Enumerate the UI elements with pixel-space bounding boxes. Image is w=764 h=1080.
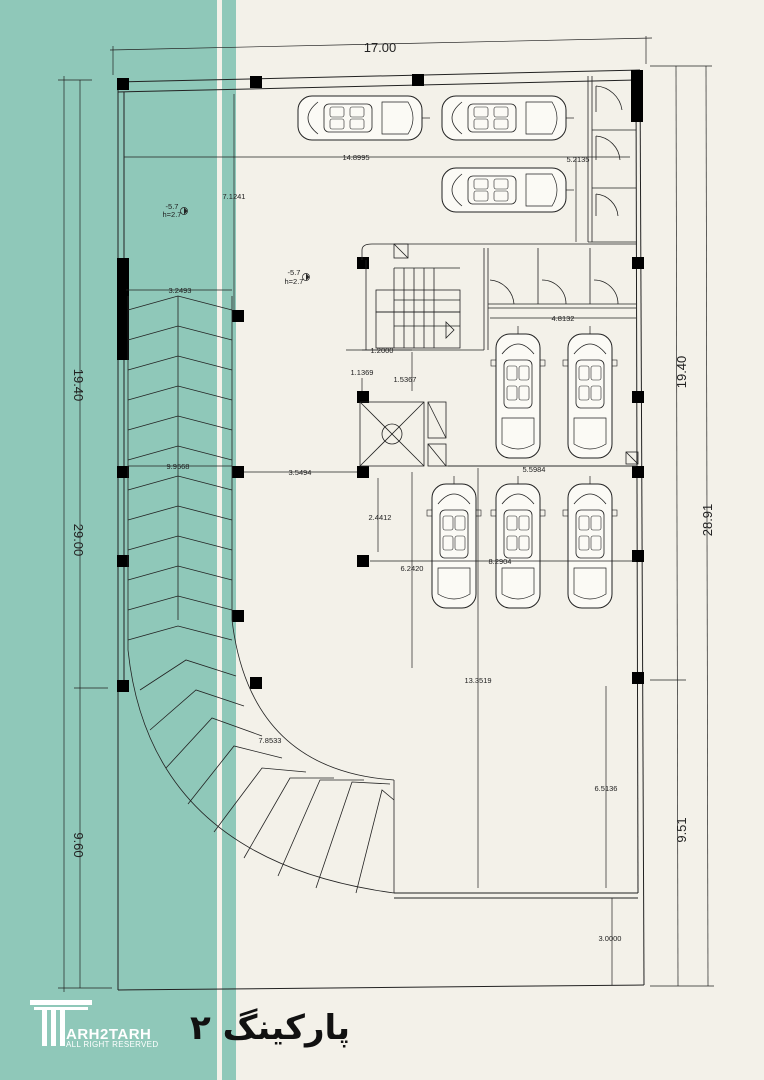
dim-left-upper: 19.40 bbox=[71, 369, 86, 402]
level-marker-2: -5.7 h=2.7 bbox=[285, 268, 310, 286]
dim-stair-width: 1.2000 bbox=[371, 346, 394, 355]
car-top-3 bbox=[441, 167, 575, 213]
dim-mid-vertical: 13.3519 bbox=[464, 676, 491, 685]
dim-overall-depth-left: 29.00 bbox=[71, 524, 86, 557]
structural-columns bbox=[117, 70, 644, 692]
dim-elevator-gap: 2.4412 bbox=[369, 513, 392, 522]
level-value: -5.7 bbox=[166, 202, 179, 211]
car-top-2 bbox=[441, 95, 575, 141]
dim-stair-depth: 1.5367 bbox=[394, 375, 417, 384]
dim-column-gap: 3.5494 bbox=[289, 468, 312, 477]
vehicle-ramp bbox=[127, 295, 395, 894]
dim-top-right-small: 5.2135 bbox=[567, 155, 590, 164]
car-mid-2 bbox=[562, 325, 618, 459]
dim-lower-right-vertical: 6.5136 bbox=[595, 784, 618, 793]
brand-tagline: ALL RIGHT RESERVED bbox=[66, 1040, 159, 1049]
dim-right-rooms: 4.8132 bbox=[552, 314, 575, 323]
dim-overall-width: 17.00 bbox=[364, 40, 397, 55]
dim-top-inner: 14.8995 bbox=[342, 153, 369, 162]
dim-stair-offset: 1.1369 bbox=[351, 368, 374, 377]
car-low-1 bbox=[426, 475, 482, 609]
top-right-rooms bbox=[587, 76, 636, 243]
dim-bay-width: 8.2904 bbox=[489, 557, 512, 566]
level-value: -5.7 bbox=[288, 268, 301, 277]
parked-cars bbox=[297, 95, 618, 609]
dim-bottom-setback: 3.0000 bbox=[599, 934, 622, 943]
outer-walls bbox=[117, 69, 645, 991]
level-marker-1: -5.7 h=2.7 bbox=[163, 202, 188, 219]
dim-right-upper: 19.40 bbox=[674, 356, 689, 389]
dim-parking-row: 5.5984 bbox=[523, 465, 546, 474]
brand-name: ARH2TARH bbox=[66, 1026, 152, 1043]
teal-background-panel bbox=[0, 0, 217, 1080]
dim-ramp-width: 3.2493 bbox=[169, 286, 192, 295]
dim-overall-depth-right: 28.91 bbox=[700, 504, 715, 537]
dim-right-lower: 9.51 bbox=[674, 817, 689, 842]
dim-upper-left-vertical: 7.1241 bbox=[223, 192, 246, 201]
teal-background-stripe bbox=[222, 0, 236, 1080]
level-height: h=2.7 bbox=[163, 210, 182, 219]
brand-logo bbox=[30, 1000, 92, 1046]
dim-left-lower: 9.60 bbox=[71, 832, 86, 857]
dimension-labels: 17.00 29.00 19.40 9.60 28.91 19.40 9.51 … bbox=[71, 40, 715, 943]
dimension-lines bbox=[58, 36, 714, 992]
sheet-title: پارکینگ ۲ bbox=[190, 1008, 351, 1048]
car-low-3 bbox=[562, 475, 618, 609]
car-mid-1 bbox=[490, 325, 546, 459]
stair-core bbox=[361, 243, 636, 351]
dim-ramp-radius: 7.8533 bbox=[259, 736, 282, 745]
car-top-1 bbox=[297, 95, 431, 141]
dim-row-gap: 6.2420 bbox=[401, 564, 424, 573]
car-low-2 bbox=[490, 475, 546, 609]
dim-ramp-length: 9.9568 bbox=[167, 462, 190, 471]
level-height: h=2.7 bbox=[285, 277, 304, 286]
